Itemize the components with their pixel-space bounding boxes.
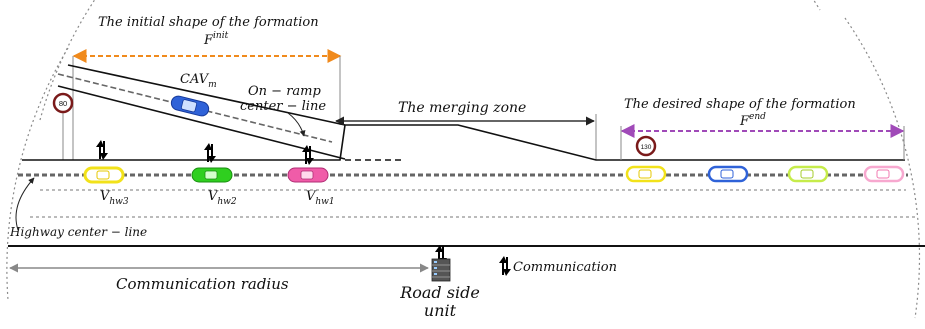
svg-text:130: 130 <box>641 144 652 151</box>
highway-center-line-pointer <box>15 177 35 231</box>
cav-label: CAVm <box>180 72 217 90</box>
vehicle-label-hw2: Vhw2 <box>208 189 237 207</box>
highway-vehicle-pink <box>287 167 329 183</box>
speed-limit-sign-80: 80 <box>52 92 74 160</box>
communication-range-circle <box>39 0 921 319</box>
highway-vehicle-green <box>191 167 233 183</box>
road-side-unit-label-line1: Road side <box>399 283 480 302</box>
initial-formation-caption: The initial shape of the formation <box>98 15 319 30</box>
formation-vehicle-light-pink <box>863 165 905 183</box>
speed-limit-sign-130: 130 <box>635 135 657 157</box>
desired-formation-caption: The desired shape of the formation <box>624 97 856 112</box>
on-ramp-lower-edge <box>57 85 346 160</box>
communication-legend-icon <box>499 256 511 276</box>
vehicle-label-hw3: Vhw3 <box>100 189 129 207</box>
highway-upper-edge <box>22 124 905 161</box>
desired-formation-symbol: Fend <box>739 112 766 129</box>
communication-range-circle-left <box>6 47 69 301</box>
formation-vehicle-lime <box>787 165 829 183</box>
svg-text:80: 80 <box>59 99 67 108</box>
cav-vehicle <box>170 95 210 117</box>
road-side-unit-label-line2: unit <box>424 301 457 320</box>
formation-vehicle-yellow <box>625 165 667 183</box>
initial-formation-symbol: Finit <box>203 31 229 48</box>
road-side-unit-icon <box>431 258 451 282</box>
highway-center-line-label: Highway center − line <box>9 225 147 239</box>
communication-legend-label: Communication <box>513 260 617 275</box>
communication-radius-label: Communication radius <box>116 275 289 293</box>
formation-vehicle-blue <box>707 165 749 183</box>
on-ramp-label-line2: center − line <box>240 99 326 114</box>
highway-vehicle-yellow <box>83 166 125 184</box>
merging-zone-label: The merging zone <box>398 100 526 116</box>
communication-arrow-hw3 <box>96 140 108 160</box>
on-ramp-label-pointer <box>287 112 306 137</box>
vehicle-label-hw1: Vhw1 <box>306 189 335 207</box>
on-ramp-upper-edge <box>67 64 346 126</box>
on-ramp-center-line <box>57 73 333 143</box>
on-ramp-label-line1: On − ramp <box>248 84 321 99</box>
